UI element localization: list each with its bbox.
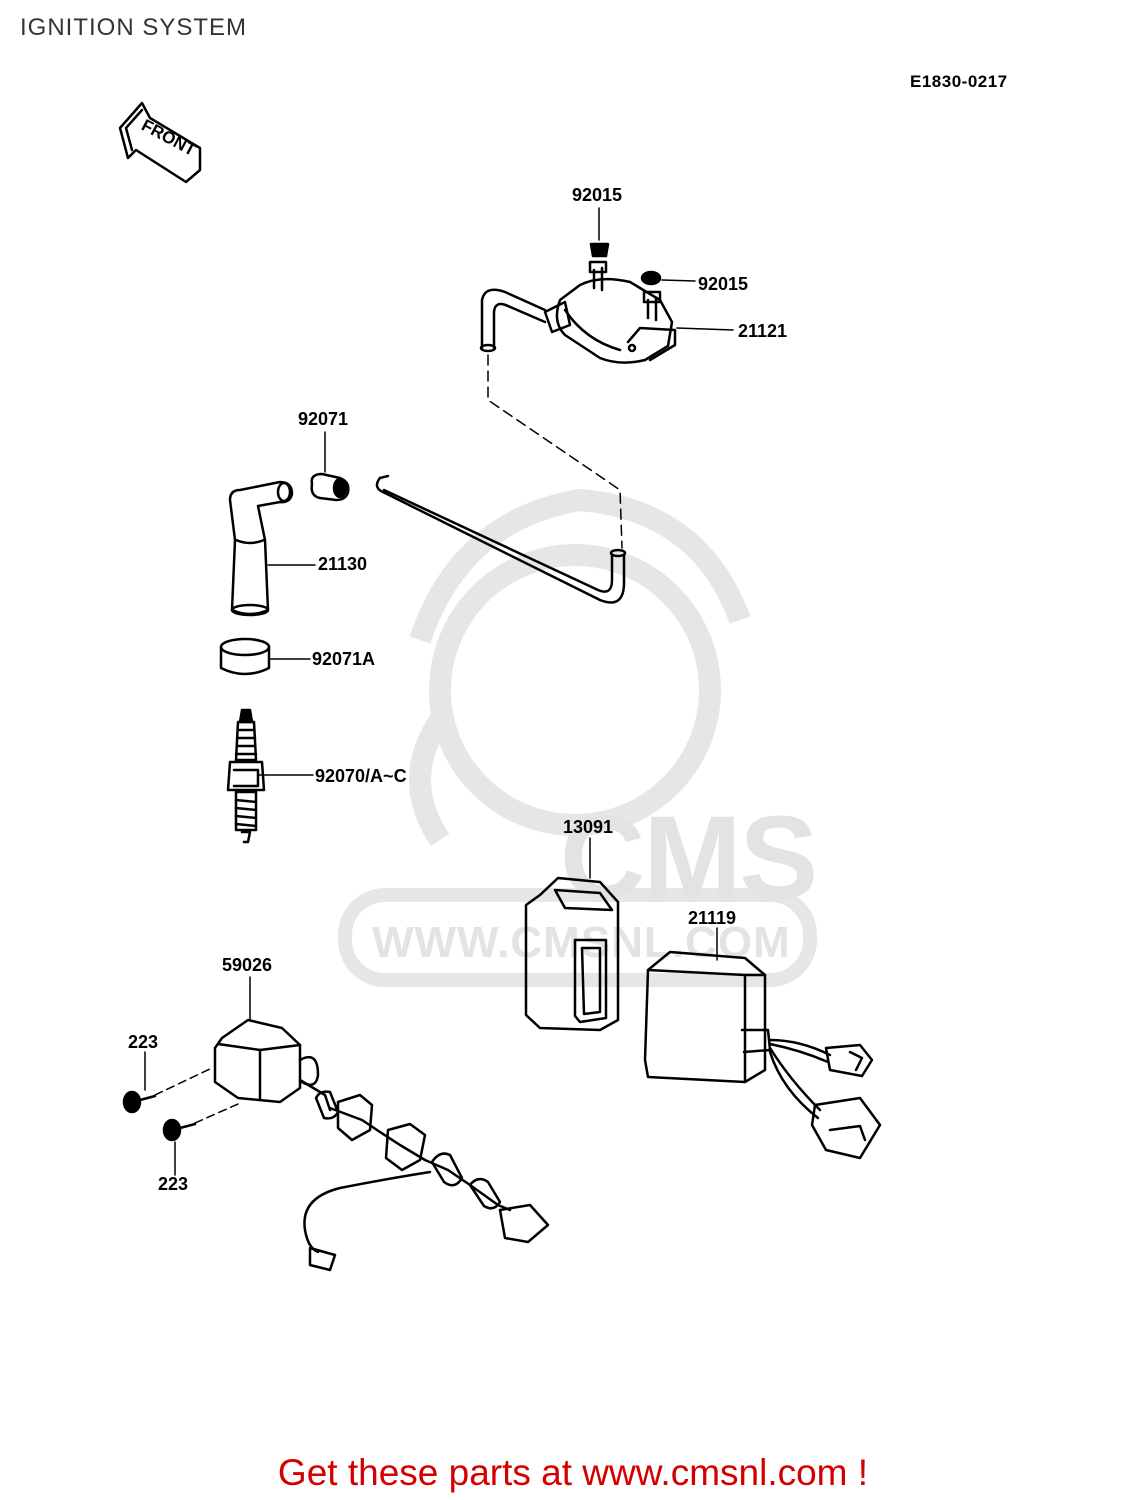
pickup-coil (213, 1018, 550, 1272)
spark-plug-cap (228, 480, 294, 617)
part-label-92015-upper[interactable]: 92015 (572, 185, 623, 205)
nut-92015-side (640, 270, 662, 286)
page-title: IGNITION SYSTEM (20, 14, 248, 41)
ignition-coil (479, 260, 677, 364)
part-label-223-lower[interactable]: 223 (158, 1174, 189, 1194)
part-label-92070[interactable]: 92070/A~C (315, 766, 407, 786)
part-label-21130[interactable]: 21130 (318, 554, 368, 574)
part-label-21121[interactable]: 21121 (738, 321, 788, 341)
igniter-unit (643, 950, 882, 1160)
grommet-92071 (310, 472, 350, 502)
watermark-url: WWW.CMSNL.COM (372, 918, 791, 967)
leader-lines (144, 207, 734, 1176)
watermark-brand: CMS (560, 792, 818, 924)
front-arrow-label: FRONT (138, 116, 199, 161)
front-arrow-icon: FRONT (118, 101, 202, 184)
unit-cover (524, 876, 620, 1032)
screw-223-lower (162, 1103, 239, 1142)
footer-link[interactable]: Get these parts at www.cmsnl.com ! (277, 1452, 869, 1493)
nut-92015-upper (589, 242, 610, 258)
ht-lead (375, 474, 627, 604)
spark-plug (226, 708, 266, 844)
screw-223-upper (122, 1067, 213, 1114)
part-label-92071[interactable]: 92071 (298, 409, 349, 429)
drawing-code: E1830-0217 (910, 72, 1008, 91)
part-label-21119[interactable]: 21119 (688, 908, 737, 928)
part-label-92015-side[interactable]: 92015 (698, 274, 749, 294)
part-label-59026[interactable]: 59026 (222, 955, 273, 975)
part-label-13091[interactable]: 13091 (563, 817, 614, 837)
seal-92071A (219, 637, 271, 676)
part-label-223-upper[interactable]: 223 (128, 1032, 159, 1052)
part-label-92071A[interactable]: 92071A (312, 649, 376, 669)
